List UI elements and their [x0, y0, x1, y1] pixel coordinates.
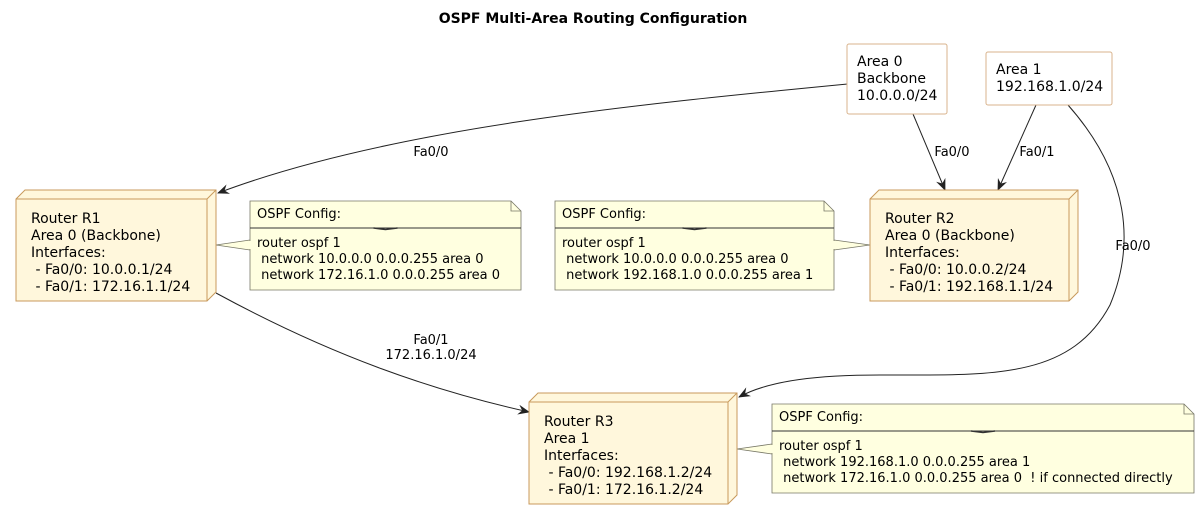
- area-box: [985, 51, 1113, 106]
- connection-line: [215, 292, 530, 415]
- note-separator-mark: [682, 227, 707, 231]
- note-line: network 172.16.1.0 0.0.0.255 area 0: [257, 268, 500, 283]
- router-detail: Area 0 (Backbone): [885, 228, 1015, 244]
- edge-label: 172.16.1.0/24: [385, 348, 476, 363]
- note-separator-mark: [970, 430, 996, 434]
- router-detail: Interfaces:: [885, 245, 960, 261]
- note-line: network 172.16.1.0 0.0.0.255 area 0 ! if…: [779, 471, 1173, 486]
- router-name: Router R3: [544, 414, 613, 430]
- connection-line: [217, 83, 848, 194]
- edge-area0-r1: Fa0/0: [217, 83, 848, 194]
- note-line: network 10.0.0.0 0.0.0.255 area 0: [257, 252, 484, 267]
- edge-label: Fa0/1: [413, 333, 448, 348]
- note-r1: OSPF Config: router ospf 1 network 10.0.0…: [215, 200, 522, 291]
- router-name: Router R2: [885, 211, 954, 227]
- note-pointer: [736, 443, 773, 455]
- area-label: 192.168.1.0/24: [996, 79, 1103, 95]
- router-detail: Area 1: [544, 431, 590, 447]
- note-header: OSPF Config:: [562, 207, 646, 222]
- note-r3: OSPF Config: router ospf 1 network 192.16…: [736, 403, 1195, 494]
- router-box: [15, 189, 217, 302]
- router-box-edge: [870, 189, 1079, 301]
- router-detail: - Fa0/0: 192.168.1.2/24: [544, 465, 712, 481]
- nodes-layer: OSPF Config: router ospf 1 network 10.0.0…: [15, 43, 1195, 505]
- edge-label: Fa0/0: [1115, 239, 1150, 254]
- connection-line: [997, 104, 1037, 191]
- note-line: network 192.168.1.0 0.0.0.255 area 1: [562, 268, 813, 283]
- note-separator-mark: [373, 227, 398, 231]
- area-label: Backbone: [857, 71, 926, 87]
- note-line: network 192.168.1.0 0.0.0.255 area 1: [779, 455, 1030, 470]
- note-pointer: [215, 239, 251, 251]
- note-line: network 10.0.0.0 0.0.0.255 area 0: [562, 252, 789, 267]
- edge-label: Fa0/0: [934, 145, 969, 160]
- router-box: [528, 392, 738, 505]
- edge-label: Fa0/1: [1019, 145, 1054, 160]
- edge-area1-r2: Fa0/1: [997, 104, 1055, 191]
- area-label: Area 0: [857, 54, 903, 70]
- router-detail: - Fa0/1: 172.16.1.1/24: [31, 279, 190, 295]
- edge-area0-r2: Fa0/0: [912, 113, 970, 191]
- note-box: [554, 200, 835, 291]
- note-line: router ospf 1: [257, 236, 341, 251]
- note-header: OSPF Config:: [257, 207, 341, 222]
- router-detail: - Fa0/1: 172.16.1.2/24: [544, 482, 703, 498]
- connection-line: [738, 104, 1125, 398]
- router-box-edge: [16, 189, 217, 301]
- connection-line: [912, 113, 946, 191]
- edge-area1-r3: Fa0/0: [738, 104, 1151, 398]
- edge-label: Fa0/0: [413, 145, 448, 160]
- note-pointer: [833, 239, 871, 251]
- note-line: router ospf 1: [779, 439, 863, 454]
- router-box-edge: [529, 392, 738, 504]
- area-label: 10.0.0.0/24: [857, 88, 938, 104]
- router-detail: Interfaces:: [31, 245, 106, 261]
- area-label: Area 1: [996, 62, 1042, 78]
- note-fold: [510, 201, 521, 212]
- router-detail: Interfaces:: [544, 448, 619, 464]
- router-box: [869, 189, 1079, 302]
- router-detail: - Fa0/0: 10.0.0.2/24: [885, 262, 1027, 278]
- router-name: Router R1: [31, 211, 100, 227]
- router-detail: - Fa0/1: 192.168.1.1/24: [885, 279, 1053, 295]
- note-fold: [823, 201, 834, 212]
- note-line: router ospf 1: [562, 236, 646, 251]
- note-r2: OSPF Config: router ospf 1 network 10.0.0…: [554, 200, 871, 291]
- note-header: OSPF Config:: [779, 410, 863, 425]
- router-detail: Area 0 (Backbone): [31, 228, 161, 244]
- diagram-title: OSPF Multi-Area Routing Configuration: [439, 11, 748, 27]
- note-box: [249, 200, 522, 291]
- area-box: [846, 43, 948, 115]
- router-detail: - Fa0/0: 10.0.0.1/24: [31, 262, 173, 278]
- note-fold: [1183, 404, 1194, 415]
- note-box: [771, 403, 1195, 494]
